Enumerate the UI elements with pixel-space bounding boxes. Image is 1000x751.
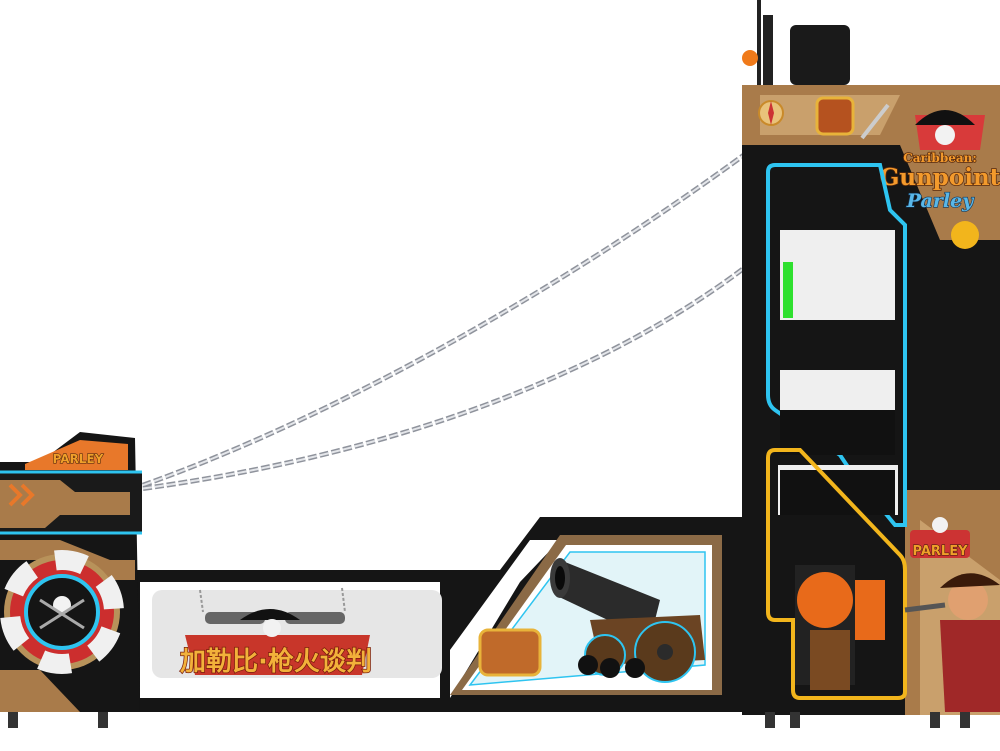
left-cabinet: PARLEY [0,432,142,712]
cannon-illustration [478,558,705,683]
green-indicator [783,262,793,318]
sword-icon [860,103,890,140]
logo-line2: Gunpoint [880,164,1000,191]
cannonball-icon [600,658,620,678]
badge-parley: PARLEY [53,452,104,466]
logo-line3: Parley [906,190,975,212]
casters [8,712,970,728]
gold-coins-icon [951,221,979,249]
sign-text: 加勒比·枪火谈判 [180,646,372,677]
chain-upper-highlight [134,151,749,489]
skull-icon [263,619,281,637]
shelf [780,230,895,320]
skull-icon [932,517,948,533]
chain-lower-highlight [59,261,753,499]
pirate-captain-figure [948,580,988,620]
treasure-chest-icon [815,96,855,136]
skull-icon [935,125,955,145]
beacon-light [742,50,758,66]
logo-line1: Caribbean: [903,151,977,165]
hanging-sign: 加勒比·枪火谈判 [179,587,373,678]
treasure-chest-icon [478,628,542,677]
chain-lower [59,260,754,501]
chains [59,149,754,501]
cannonball-icon [625,658,645,678]
tower-cabinet: Caribbean: Gunpoint Parley PARLEY [742,0,1000,715]
neon-yellow-outline [766,448,907,700]
side-badge-parley: PARLEY [913,544,969,559]
chain-upper [134,149,750,491]
neon-cyan-outline [766,163,907,527]
cannonball-icon [578,655,598,675]
